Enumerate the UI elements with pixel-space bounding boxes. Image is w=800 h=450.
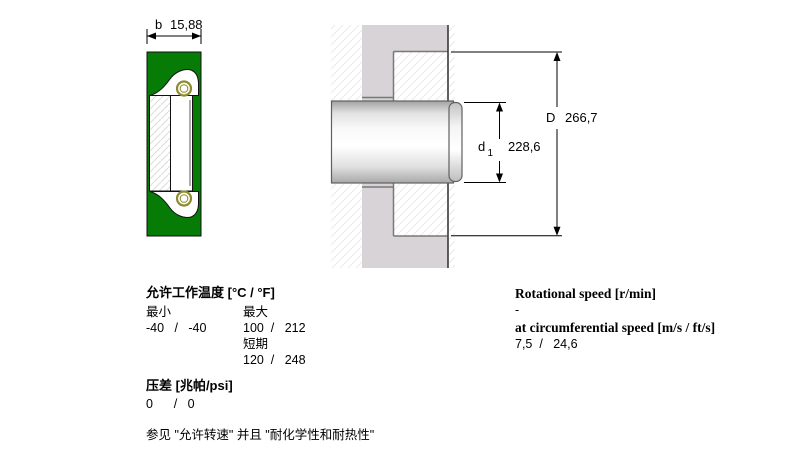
dim-b-prefix: b bbox=[155, 17, 162, 32]
temperature-header: 允许工作温度 [°C / °F] bbox=[146, 285, 275, 300]
arrow-right-icon bbox=[192, 32, 201, 40]
rotational-speed-header: Rotational speed [r/min] bbox=[515, 286, 656, 301]
arrow-left-icon bbox=[147, 32, 156, 40]
temperature-min-value: -40 / -40 bbox=[146, 321, 207, 335]
arrow-up-icon bbox=[553, 52, 561, 61]
dim-d1-prefix: d bbox=[478, 139, 485, 154]
temperature-min-label: 最小 bbox=[146, 305, 172, 319]
installation-cross-section-diagram: d 1 228,6 D 266,7 bbox=[330, 25, 598, 268]
housing-seat-top bbox=[362, 50, 448, 102]
temperature-short-term-label: 短期 bbox=[243, 337, 269, 351]
circumferential-speed-header: at circumferential speed [m/s / ft/s] bbox=[515, 320, 716, 335]
temperature-values-row: -40 / -40 100 / 212 bbox=[146, 320, 521, 336]
extension-lines bbox=[451, 51, 562, 237]
dimension-line-d1 bbox=[496, 102, 503, 183]
shaft-end-chamfer bbox=[448, 101, 463, 183]
shaft bbox=[330, 100, 455, 184]
circumferential-speed-value: 7,5 / 24,6 bbox=[515, 337, 578, 351]
dim-d1-subscript: 1 bbox=[488, 148, 494, 159]
garter-spring-top-inner bbox=[179, 84, 189, 93]
dimension-line-D bbox=[553, 52, 561, 236]
dim-b-value: 15,88 bbox=[170, 17, 203, 32]
garter-spring-bottom-inner bbox=[179, 194, 189, 203]
seal-metal-insert-hatch bbox=[150, 96, 171, 191]
temperature-max-value: 100 / 212 bbox=[243, 321, 306, 335]
arrow-down-icon bbox=[496, 173, 503, 183]
arrow-up-icon bbox=[496, 102, 503, 112]
pressure-value: 0 / 0 bbox=[146, 397, 195, 411]
rotational-speed-value: - bbox=[515, 303, 520, 317]
temperature-max-label: 最大 bbox=[243, 305, 269, 319]
speed-section: Rotational speed [r/min] - at circumfere… bbox=[515, 285, 785, 353]
arrow-down-icon bbox=[553, 226, 561, 236]
operating-conditions-section: 允许工作温度 [°C / °F] 最小 最大 -40 / -40 100 / 2… bbox=[146, 285, 521, 443]
seal-cross-section-diagram: b 15,88 bbox=[146, 17, 203, 237]
pressure-header: 压差 [兆帕/psi] bbox=[146, 378, 233, 393]
housing-seat-bottom bbox=[362, 183, 448, 237]
temperature-labels-row: 最小 最大 bbox=[146, 304, 521, 320]
dim-D-value: 266,7 bbox=[565, 110, 598, 125]
dim-D-prefix: D bbox=[546, 110, 555, 125]
see-also-note: 参见 "允许转速" 并且 "耐化学性和耐热性" bbox=[146, 428, 375, 442]
dim-d1-value: 228,6 bbox=[508, 139, 541, 154]
dimension-line-b bbox=[146, 29, 202, 44]
temperature-short-term-value: 120 / 248 bbox=[243, 353, 306, 367]
temperature-short-term-row: 短期 bbox=[146, 336, 521, 352]
temperature-short-term-values-row: 120 / 248 bbox=[146, 352, 521, 368]
